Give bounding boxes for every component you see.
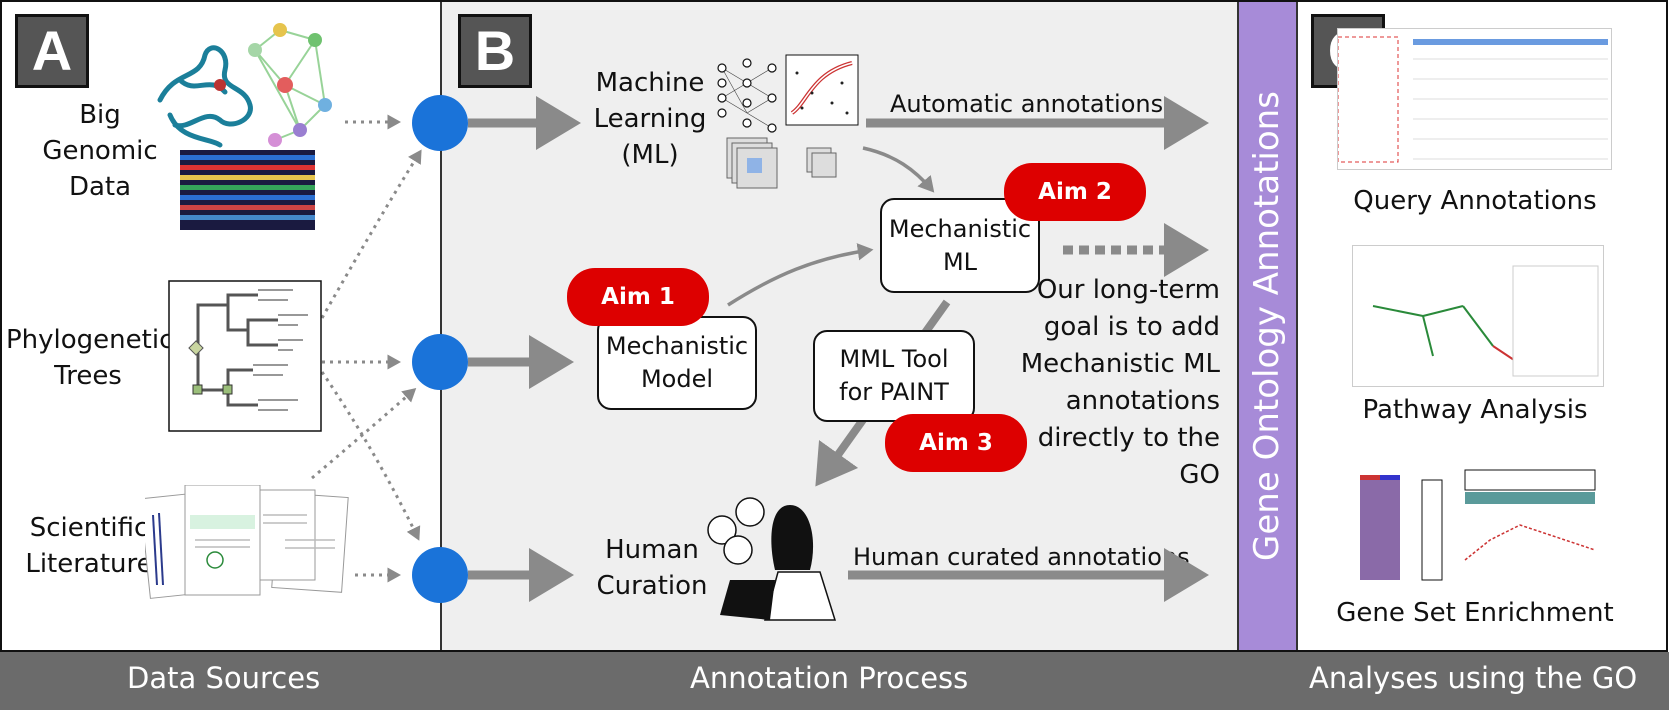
goal-line: goal is to add	[1043, 312, 1220, 342]
ml-illustration	[717, 54, 859, 189]
pathway-icon	[1372, 265, 1599, 377]
box-line: Mechanistic	[605, 332, 749, 360]
label-phylogenetic-trees: Phylogenetic Trees	[6, 322, 174, 394]
node-genomic	[412, 95, 468, 151]
label-automatic-annotations: Automatic annotations	[890, 90, 1164, 118]
label-line: Trees	[54, 361, 122, 391]
label-line: Data	[68, 172, 132, 202]
label-line: Genomic	[42, 136, 158, 166]
goal-line: directly to the	[1037, 423, 1220, 453]
aim-1-badge: Aim 1	[567, 268, 709, 326]
divider-go-c	[1296, 0, 1298, 652]
literature-papers-image	[145, 485, 349, 599]
label-human-curated-annotations: Human curated annotations	[853, 543, 1190, 571]
goal-line: Mechanistic ML	[1020, 349, 1220, 379]
pathway-analysis-thumbnail	[1352, 245, 1604, 387]
label-line: Human	[605, 535, 699, 565]
label-machine-learning: Machine Learning (ML)	[585, 65, 715, 173]
goal-line: annotations	[1065, 386, 1220, 416]
mechanistic-ml-box: Mechanistic ML	[880, 198, 1040, 293]
gene-set-enrichment-thumbnail	[1350, 450, 1600, 585]
go-label-container: Gene Ontology Annotations	[1237, 0, 1297, 652]
label-line: Machine	[595, 68, 705, 98]
mechanistic-model-box: Mechanistic Model	[597, 316, 757, 410]
label-line: Curation	[596, 571, 708, 601]
label-line: Phylogenetic	[6, 325, 174, 355]
label-big-genomic-data: Big Genomic Data	[40, 97, 160, 205]
label-line: Literature	[25, 549, 153, 579]
protein-network-image	[157, 23, 332, 230]
figure-frame	[0, 0, 1668, 652]
footer-data-sources: Data Sources	[127, 661, 321, 695]
footer-bar	[0, 652, 1669, 710]
divider-a-b	[440, 0, 442, 652]
label-line: Big	[79, 100, 121, 130]
box-line: Mechanistic	[888, 214, 1032, 243]
mml-tool-box: MML Tool for PAINT	[813, 330, 975, 422]
gene-set-enrichment-label: Gene Set Enrichment	[1336, 598, 1614, 628]
query-annotations-thumbnail	[1337, 28, 1612, 170]
box-line: ML	[942, 247, 978, 276]
label-line: Learning	[593, 104, 707, 134]
go-annotations-band	[1237, 0, 1297, 652]
footer-annotation-process: Annotation Process	[690, 661, 969, 695]
panel-letter-a: A	[15, 14, 89, 88]
enrichment-plot-icon	[1360, 469, 1596, 581]
aim-2-badge: Aim 2	[1004, 163, 1146, 221]
pathway-analysis-label: Pathway Analysis	[1362, 395, 1588, 425]
phylogenetic-tree-image	[168, 280, 322, 432]
node-trees	[412, 334, 468, 390]
aim-3-badge: Aim 3	[885, 414, 1027, 472]
divider-b-go	[1237, 0, 1239, 652]
query-annotations-label: Query Annotations	[1353, 186, 1597, 216]
footer-analyses: Analyses using the GO	[1309, 661, 1638, 695]
box-line: for PAINT	[839, 378, 949, 406]
label-human-curation: Human Curation	[589, 532, 715, 604]
curator-illustration	[707, 497, 837, 621]
label-line: (ML)	[621, 140, 679, 170]
label-scientific-literature: Scientific Literature	[14, 510, 164, 582]
label-line: Scientific	[29, 513, 149, 543]
node-literature	[412, 547, 468, 603]
go-annotations-label: Gene Ontology Annotations	[1247, 91, 1288, 561]
long-term-goal-text: Our long-term goal is to add Mechanistic…	[1010, 272, 1220, 494]
table-icon	[1337, 36, 1608, 163]
box-line: MML Tool	[839, 345, 949, 373]
goal-line: GO	[1179, 460, 1220, 490]
panel-letter-b: B	[458, 14, 532, 88]
box-line: Model	[640, 365, 714, 393]
goal-line: Our long-term	[1036, 275, 1220, 305]
